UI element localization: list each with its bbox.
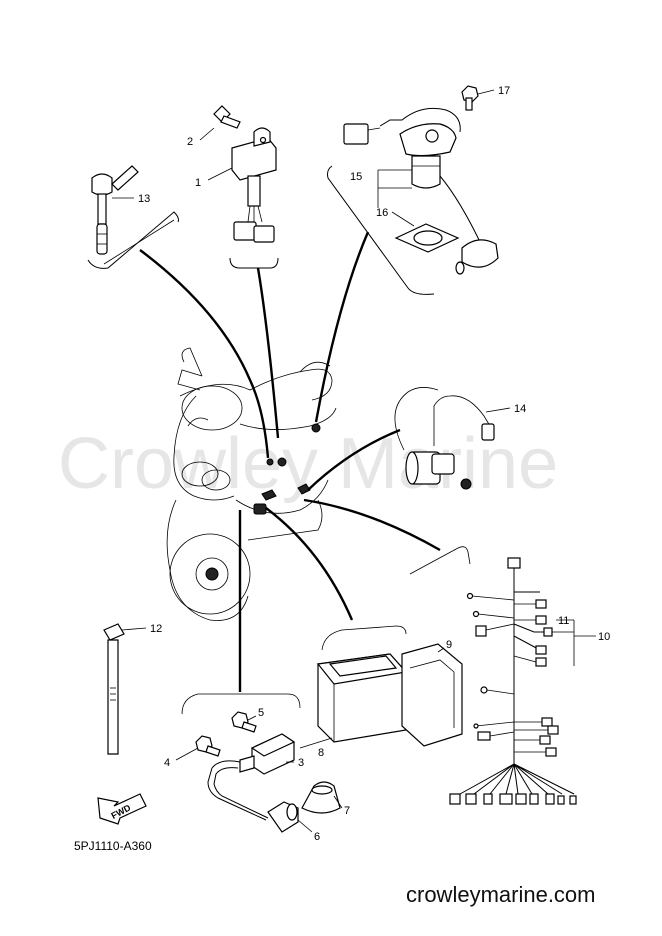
relay-1[interactable] — [207, 127, 279, 269]
callout-9: 9 — [446, 639, 452, 651]
callout-1: 1 — [195, 177, 201, 189]
callout-11: 11 — [558, 615, 569, 627]
forward-direction-icon: FWD — [97, 793, 147, 825]
fuel-sender-15[interactable] — [327, 107, 499, 295]
cable-tie-12[interactable] — [103, 623, 147, 755]
bolt-5[interactable] — [231, 711, 257, 733]
battery-cover-9[interactable] — [401, 643, 463, 747]
callout-8: 8 — [318, 747, 324, 759]
wire-harness-10[interactable] — [449, 557, 596, 805]
callout-5: 5 — [258, 707, 264, 719]
screw-2[interactable] — [199, 105, 241, 141]
cap-7[interactable] — [301, 781, 343, 814]
ignition-coil-3[interactable] — [239, 733, 296, 775]
diagram-reference: 5PJ1110-A360 — [74, 839, 152, 853]
callout-17: 17 — [498, 85, 510, 97]
callout-14: 14 — [514, 403, 526, 415]
callout-13: 13 — [138, 193, 150, 205]
callout-6: 6 — [314, 831, 320, 843]
gasket-16[interactable] — [391, 211, 460, 253]
screw-17[interactable] — [461, 85, 495, 111]
scooter-body — [166, 347, 337, 621]
spark-plug-cap-13[interactable] — [87, 165, 179, 269]
starter-relay-14[interactable] — [405, 395, 511, 490]
callout-2: 2 — [187, 136, 193, 148]
battery-8[interactable] — [299, 653, 408, 749]
callout-15: 15 — [350, 171, 362, 183]
callout-10: 10 — [598, 631, 610, 643]
footer-site-link[interactable]: crowleymarine.com — [406, 882, 596, 907]
callout-16: 16 — [376, 207, 388, 219]
callout-12: 12 — [150, 623, 162, 635]
bolt-4[interactable] — [175, 735, 221, 761]
callout-4: 4 — [164, 757, 170, 769]
spark-plug-cap-6[interactable] — [207, 760, 313, 833]
callout-3: 3 — [298, 757, 304, 769]
callout-7: 7 — [344, 805, 350, 817]
leader-lines — [103, 219, 471, 715]
